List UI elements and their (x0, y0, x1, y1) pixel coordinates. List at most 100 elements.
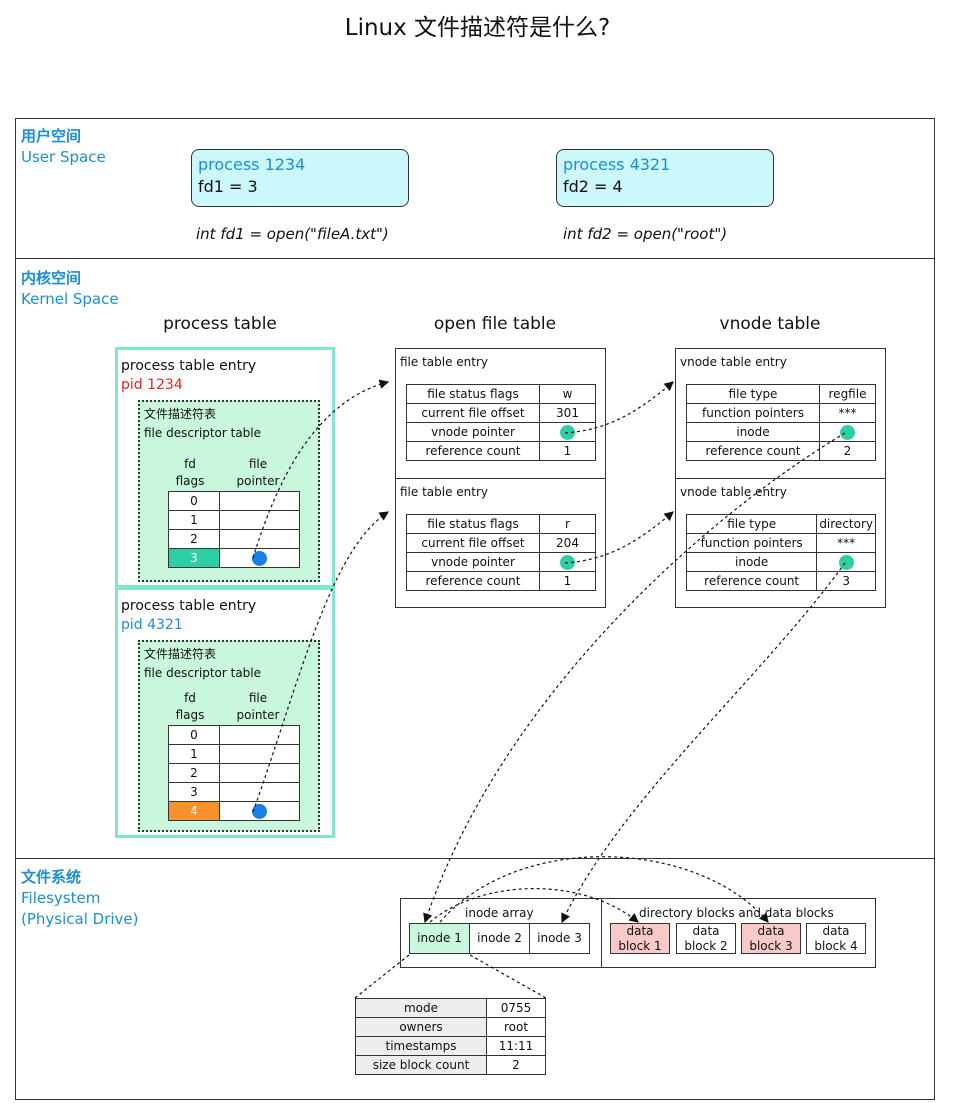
process-fd: fd2 = 4 (563, 177, 623, 196)
process-code: int fd2 = open("root") (563, 225, 728, 243)
fdt-header-pointer: file pointer (218, 456, 298, 490)
data-block-line2: block 2 (684, 939, 728, 953)
fd-pointer-cell (219, 782, 300, 802)
field-value (819, 422, 876, 442)
table-row: function pointers*** (686, 403, 876, 423)
field-value (539, 422, 596, 442)
data-block-cell: data block 4 (806, 923, 866, 954)
field-value: 2 (819, 441, 876, 461)
page-title: Linux 文件描述符是什么? (344, 15, 611, 41)
data-block-line1: data (626, 924, 654, 938)
fdt-title-cn: 文件描述符表 (144, 647, 217, 661)
fd-pointer-cell (219, 510, 300, 530)
field-value: *** (816, 533, 876, 553)
table-row: 1 (168, 510, 300, 530)
pointer-dot-icon (838, 554, 854, 570)
fdt-header-fd: fd flags (168, 690, 212, 724)
data-block-line2: block 1 (618, 939, 662, 953)
field-key: file type (685, 514, 818, 534)
kernel-space-label-en: Kernel Space (21, 290, 119, 308)
field-value: *** (819, 403, 876, 423)
field-key: file type (686, 384, 820, 404)
fdt-title-cn: 文件描述符表 (144, 407, 217, 421)
field-key: timestamps (355, 1036, 487, 1056)
file-descriptor-table: 文件描述符表 file descriptor table fd flags fi… (138, 400, 320, 582)
table-row: 3 (168, 782, 300, 802)
pointer-dot-icon (252, 550, 267, 566)
inode-array-label: inode array (465, 906, 534, 920)
table-row: inode (685, 552, 876, 572)
fdt-header-pointer-text: pointer (236, 474, 280, 488)
fdt-header-file-text: file (248, 691, 268, 705)
pointer-dot-icon (840, 424, 855, 440)
kernel-space-label-cn: 内核空间 (21, 269, 82, 287)
field-value (816, 552, 876, 572)
table-row: 3 (168, 548, 300, 568)
table-row: vnode pointer (406, 552, 596, 572)
fd-grid: 0 1 2 3 (168, 491, 300, 568)
process-pid: pid 4321 (121, 617, 183, 633)
process-code: int fd1 = open("fileA.txt") (196, 225, 389, 243)
fdt-header-pointer-text: pointer (236, 708, 280, 722)
process-name: process 4321 (563, 155, 671, 174)
filesystem-label-en-sub: (Physical Drive) (21, 910, 139, 928)
fd-pointer-cell (219, 801, 300, 821)
fd-pointer-cell (219, 548, 300, 568)
field-key: vnode pointer (406, 422, 540, 442)
field-value: directory (816, 514, 876, 534)
table-row: 0 (168, 491, 300, 511)
process-table-entry: process table entry pid 1234 文件描述符表 file… (115, 347, 335, 588)
fdt-title-en: file descriptor table (144, 426, 262, 440)
pointer-dot-icon (560, 554, 575, 570)
process-fd: fd1 = 3 (198, 177, 258, 196)
fd-number: 0 (168, 491, 220, 511)
field-value: root (486, 1017, 546, 1037)
field-key: inode (686, 422, 820, 442)
column-title-vnode-table: vnode table (719, 314, 821, 334)
field-key: size block count (355, 1055, 487, 1075)
user-space-label-cn: 用户空间 (21, 127, 82, 145)
field-value: r (539, 514, 596, 534)
field-value: 0755 (486, 998, 546, 1018)
user-space-section: 用户空间 User Space process 1234 fd1 = 3 int… (15, 118, 935, 259)
fd-number: 2 (168, 763, 220, 783)
blocks-label: directory blocks and data blocks (639, 906, 834, 920)
fd-number: 0 (168, 725, 220, 745)
fd-grid: 0 1 2 3 4 (168, 725, 300, 821)
fdt-header-file-text: file (248, 457, 268, 471)
field-value: 1 (539, 441, 596, 461)
data-block-line1: data (692, 924, 720, 938)
inode-cell: inode 1 (409, 923, 470, 954)
table-row: 2 (168, 529, 300, 549)
field-value: 1 (539, 571, 596, 591)
fd-number: 2 (168, 529, 220, 549)
fdt-header-fd-text: fd (184, 691, 196, 705)
file-descriptor-table: 文件描述符表 file descriptor table fd flags fi… (138, 640, 320, 832)
table-row: vnode pointer (406, 422, 596, 442)
field-key: inode (685, 552, 818, 572)
fdt-header-flags-text: flags (175, 708, 205, 722)
field-key: function pointers (686, 403, 820, 423)
column-title-process-table: process table (163, 314, 277, 334)
table-row: 1 (168, 744, 300, 764)
table-row: 0 (168, 725, 300, 745)
inode-cell: inode 3 (529, 923, 590, 954)
file-table-entry-label: file table entry (400, 485, 489, 499)
field-key: mode (355, 998, 487, 1018)
fdt-header-fd: fd flags (168, 456, 212, 490)
vnode-table-entry-label: vnode table entry (680, 355, 787, 369)
field-key: current file offset (406, 533, 540, 553)
